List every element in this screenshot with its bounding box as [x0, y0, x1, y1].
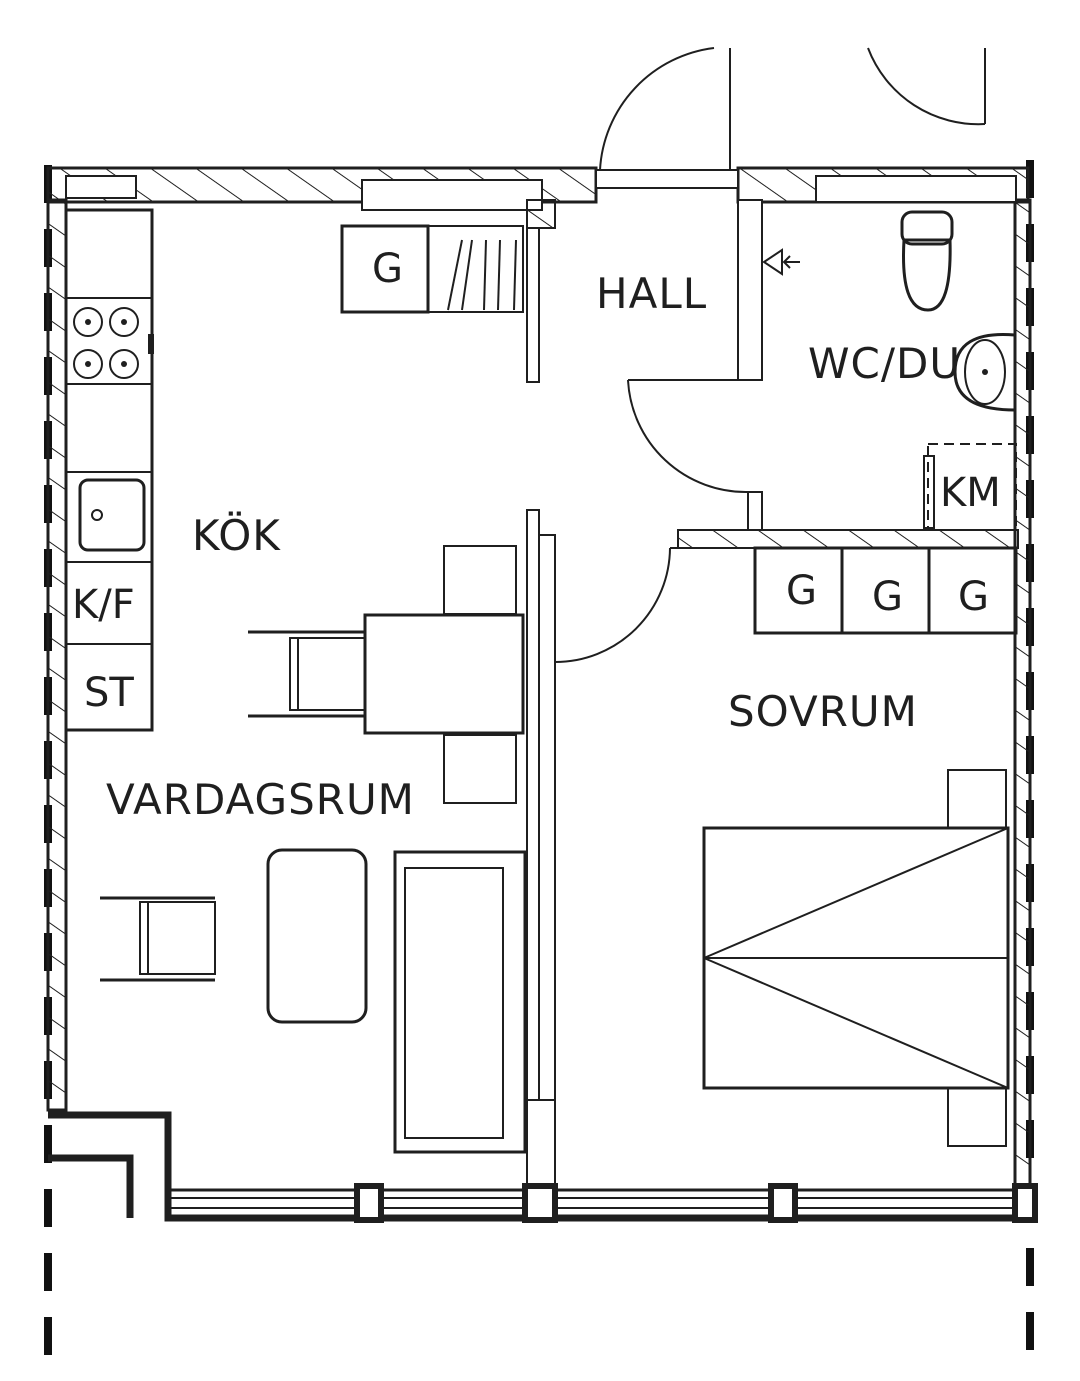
- washing-machine: [923, 443, 1017, 531]
- stove-hob-icon: [73, 307, 154, 379]
- living-room-furniture: [100, 848, 527, 1154]
- washing-machine-label: KM: [940, 470, 1001, 516]
- interior-door-swings: [554, 379, 749, 663]
- kitchen-wardrobe: [340, 224, 524, 314]
- kitchen-counter: [64, 208, 154, 732]
- bedroom-wardrobes: [753, 546, 1018, 635]
- wardrobe-label-kitchen: G: [372, 246, 403, 292]
- room-label-kitchen: KÖK: [192, 510, 281, 560]
- entrance-threshold: [595, 169, 739, 189]
- wardrobe-label-2: G: [872, 574, 903, 620]
- interior-walls: [526, 199, 1019, 1216]
- facade-bottom: [48, 1111, 1038, 1223]
- room-label-living: VARDAGSRUM: [106, 775, 415, 824]
- double-bed: [702, 769, 1010, 1147]
- dining-table: [248, 545, 525, 804]
- washbasin-icon: [953, 332, 1016, 412]
- wardrobe-label-3: G: [958, 574, 989, 620]
- drain-arrow-icon: [762, 248, 800, 276]
- entrance-door-swing: [599, 47, 986, 171]
- kitchen-sink-icon: [78, 478, 146, 552]
- room-label-wc: WC/DU: [808, 339, 961, 388]
- stove-label: ST: [84, 670, 134, 716]
- exterior-walls: [46, 166, 1032, 1192]
- fridge-freezer-label: K/F: [72, 582, 135, 628]
- toilet-icon: [900, 210, 954, 312]
- room-label-bedroom: SOVRUM: [728, 687, 918, 736]
- wardrobe-label-1: G: [786, 568, 817, 614]
- room-label-hall: HALL: [596, 269, 707, 318]
